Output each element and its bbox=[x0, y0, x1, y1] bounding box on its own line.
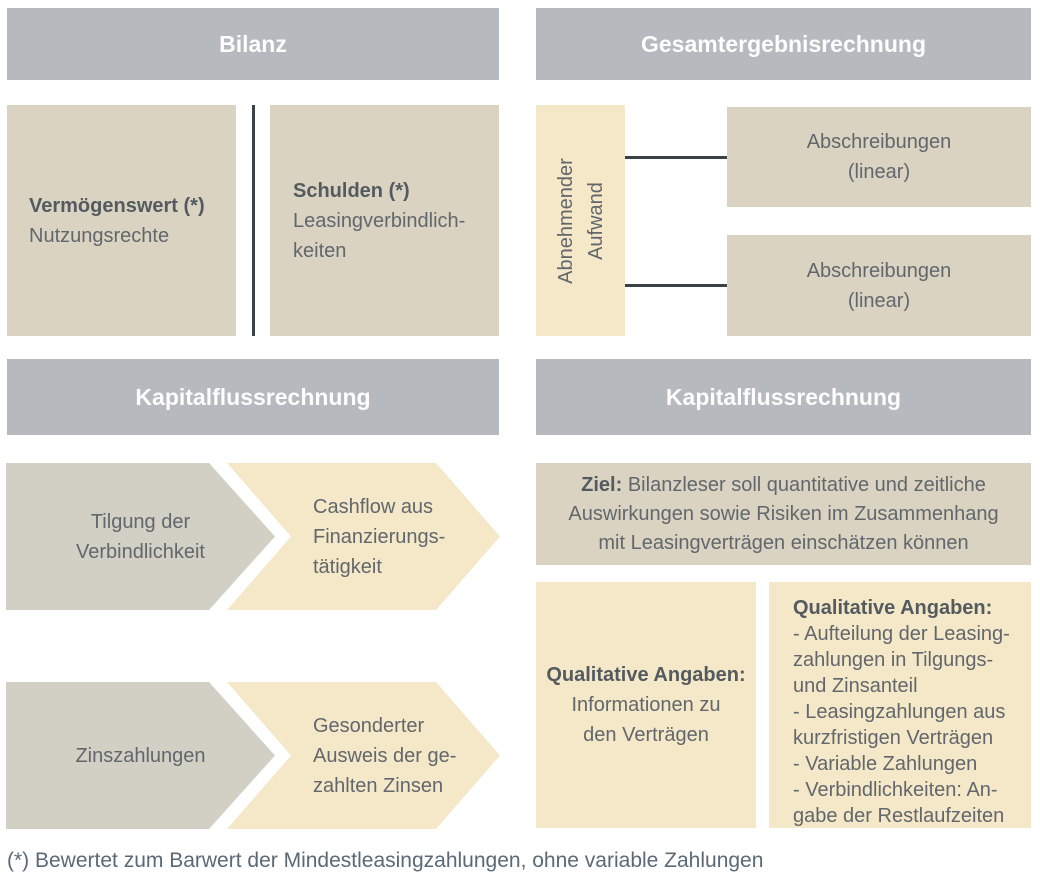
depreciation-box-1: Abschreibungen (linear) bbox=[727, 107, 1031, 207]
kapitalfluss-right-header: Kapitalflussrechnung bbox=[536, 359, 1031, 435]
liability-box-title: Schulden (*) bbox=[293, 179, 410, 202]
zinszahlungen-arrow-label: Zinszahlungen bbox=[75, 744, 206, 767]
footnote: (*) Bewertet zum Barwert der Mindestleas… bbox=[7, 849, 764, 872]
ziel-box: Ziel: Bilanzleser soll quantitative und … bbox=[536, 463, 1031, 565]
asset-box-title: Vermögenswert (*) bbox=[29, 194, 205, 217]
qualitative-info-title: Qualitative Angaben: bbox=[546, 664, 746, 686]
bilanz-header: Bilanz bbox=[7, 8, 499, 80]
zinszahlungen-arrow: Zinszahlungen bbox=[6, 682, 275, 829]
asset-box: Vermögenswert (*) Nutzungsrechte bbox=[7, 105, 236, 336]
decreasing-expense-box: Abnehmender Aufwand bbox=[536, 105, 625, 336]
qualitative-info-box: Qualitative Angaben: Informationen zu de… bbox=[536, 582, 756, 828]
balance-divider bbox=[252, 105, 255, 336]
gesamtergebnis-header: Gesamtergebnisrechnung bbox=[536, 8, 1031, 80]
ziel-line-3: mit Leasingverträgen einschätzen können bbox=[598, 531, 969, 554]
ziel-line-1-text: Bilanzleser soll quantitative und zeitli… bbox=[627, 473, 986, 496]
qualitative-details-title: Qualitative Angaben: bbox=[793, 597, 993, 619]
depreciation-box-2: Abschreibungen (linear) bbox=[727, 235, 1031, 336]
qualitative-details-body: - Aufteilung der Leasing- zahlungen in T… bbox=[793, 623, 1010, 827]
connector-line-bottom bbox=[625, 284, 727, 287]
depreciation-box-2-label: Abschreibungen (linear) bbox=[806, 259, 952, 312]
ziel-line-2: Auswirkungen sowie Risiken im Zusammenha… bbox=[568, 502, 999, 525]
tilgung-arrow-label: Tilgung der Verbindlichkeit bbox=[76, 510, 205, 563]
cashflow-finanzierung-label: Cashflow aus Finanzierungs- tätigkeit bbox=[313, 495, 446, 578]
qualitative-details-box: Qualitative Angaben: - Aufteilung der Le… bbox=[769, 582, 1031, 828]
connector-line-top bbox=[625, 156, 727, 159]
liability-box-subtitle: Leasingverbindlich- keiten bbox=[293, 209, 466, 262]
qualitative-info-body: Informationen zu den Verträgen bbox=[571, 694, 721, 746]
gesonderter-ausweis-label: Gesonderter Ausweis der ge- zahlten Zins… bbox=[313, 714, 457, 797]
tilgung-arrow: Tilgung der Verbindlichkeit bbox=[6, 463, 275, 610]
liability-box: Schulden (*) Leasingverbindlich- keiten bbox=[270, 105, 499, 336]
ziel-label: Ziel: bbox=[581, 473, 623, 496]
depreciation-box-1-label: Abschreibungen (linear) bbox=[806, 131, 952, 183]
decreasing-expense-label: Abnehmender Aufwand bbox=[554, 157, 607, 284]
asset-box-subtitle: Nutzungsrechte bbox=[29, 224, 170, 247]
kapitalfluss-left-header: Kapitalflussrechnung bbox=[7, 359, 499, 435]
ziel-line-1: Ziel: Bilanzleser soll quantitative und … bbox=[581, 471, 986, 500]
